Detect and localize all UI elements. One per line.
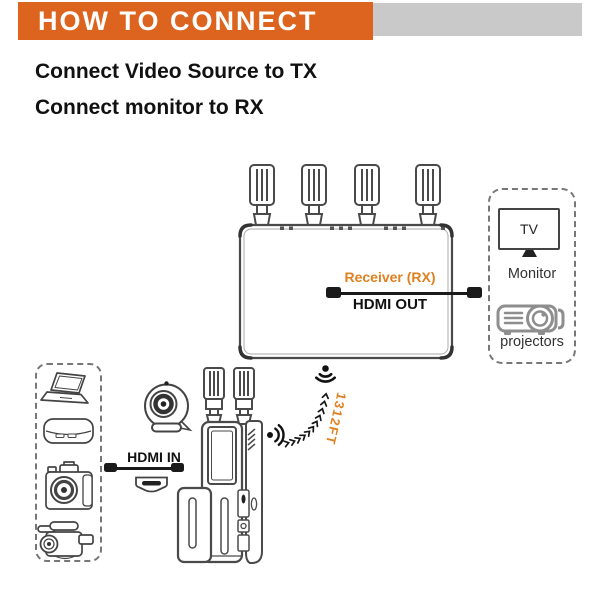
wifi-signal-up-icon xyxy=(315,365,336,383)
hdmi-plug-icon xyxy=(171,463,184,472)
dslr-camera-icon xyxy=(45,461,93,510)
projectors-label: projectors xyxy=(500,334,564,350)
monitor-label: Monitor xyxy=(507,266,557,282)
rx-vents xyxy=(280,226,445,230)
rx-antenna-icon xyxy=(354,164,380,226)
tv-label: TV xyxy=(520,221,538,237)
rx-antenna-icon xyxy=(249,164,275,226)
rx-antenna-icon xyxy=(301,164,327,226)
hdmi-out-label: HDMI OUT xyxy=(352,296,428,313)
laptop-icon xyxy=(40,372,89,404)
webcam-icon xyxy=(144,381,193,433)
hdmi-in-label: HDMI IN xyxy=(127,449,181,465)
hdmi-plug-icon xyxy=(104,463,117,472)
display-devices-group xyxy=(488,188,576,364)
video-sources-group xyxy=(35,363,102,562)
set-top-box-icon xyxy=(43,418,94,444)
projector-icon xyxy=(496,304,565,335)
instruction-line-1: Connect Video Source to TX xyxy=(35,60,317,83)
hdmi-plug-icon xyxy=(467,287,482,298)
hdmi-in-cable xyxy=(113,467,175,470)
tx-antenna-icon xyxy=(233,367,255,425)
hdmi-plug-icon xyxy=(326,287,341,298)
tx-antenna-icon xyxy=(203,367,225,425)
video-source-icons xyxy=(37,372,94,560)
rx-antenna-icon xyxy=(415,164,441,226)
receiver-label: Receiver (RX) xyxy=(344,269,436,285)
header-gray-block xyxy=(373,3,582,36)
hdmi-connector-icon xyxy=(135,476,168,493)
instruction-line-2: Connect monitor to RX xyxy=(35,96,264,119)
page-title: HOW TO CONNECT xyxy=(18,2,373,40)
tv-stand-icon xyxy=(522,250,537,257)
receiver-device-icon xyxy=(238,164,454,360)
hdmi-out-cable xyxy=(338,292,469,295)
camcorder-icon xyxy=(37,521,94,560)
tv-icon: TV xyxy=(498,208,560,250)
transmitter-device-icon xyxy=(176,367,263,564)
